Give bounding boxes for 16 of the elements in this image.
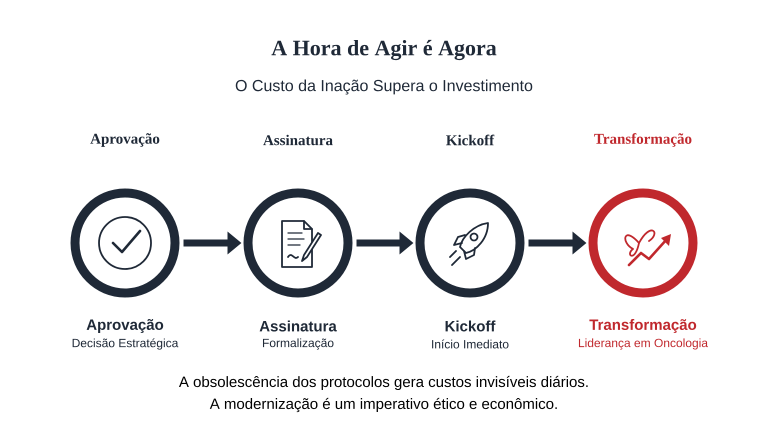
note-text: A modernização é um imperativo ético e econômico. <box>210 398 557 412</box>
subtitle: O Custo da Inação Supera o Investimento <box>236 80 532 94</box>
step-description: Início Imediato <box>432 340 508 348</box>
step-title: Aprovação <box>86 319 164 333</box>
step-heading: Aprovação <box>90 133 160 147</box>
step-description: Decisão Estratégica <box>72 338 178 350</box>
step-heading: Transformação <box>594 133 692 147</box>
step-title: Transformação <box>589 319 696 333</box>
step-heading: Assinatura <box>263 134 333 146</box>
note-text: A obsolescência dos protocolos gera custos invisíveis diários. <box>178 376 588 390</box>
step-description: Liderança em Oncologia <box>578 338 708 350</box>
step-title: Kickoff <box>446 320 496 332</box>
step-title: Assinatura <box>260 320 337 332</box>
title: A Hora de Agir é Agora <box>272 40 496 60</box>
step-heading: Kickoff <box>446 134 494 146</box>
step-description: Formalização <box>262 338 334 350</box>
